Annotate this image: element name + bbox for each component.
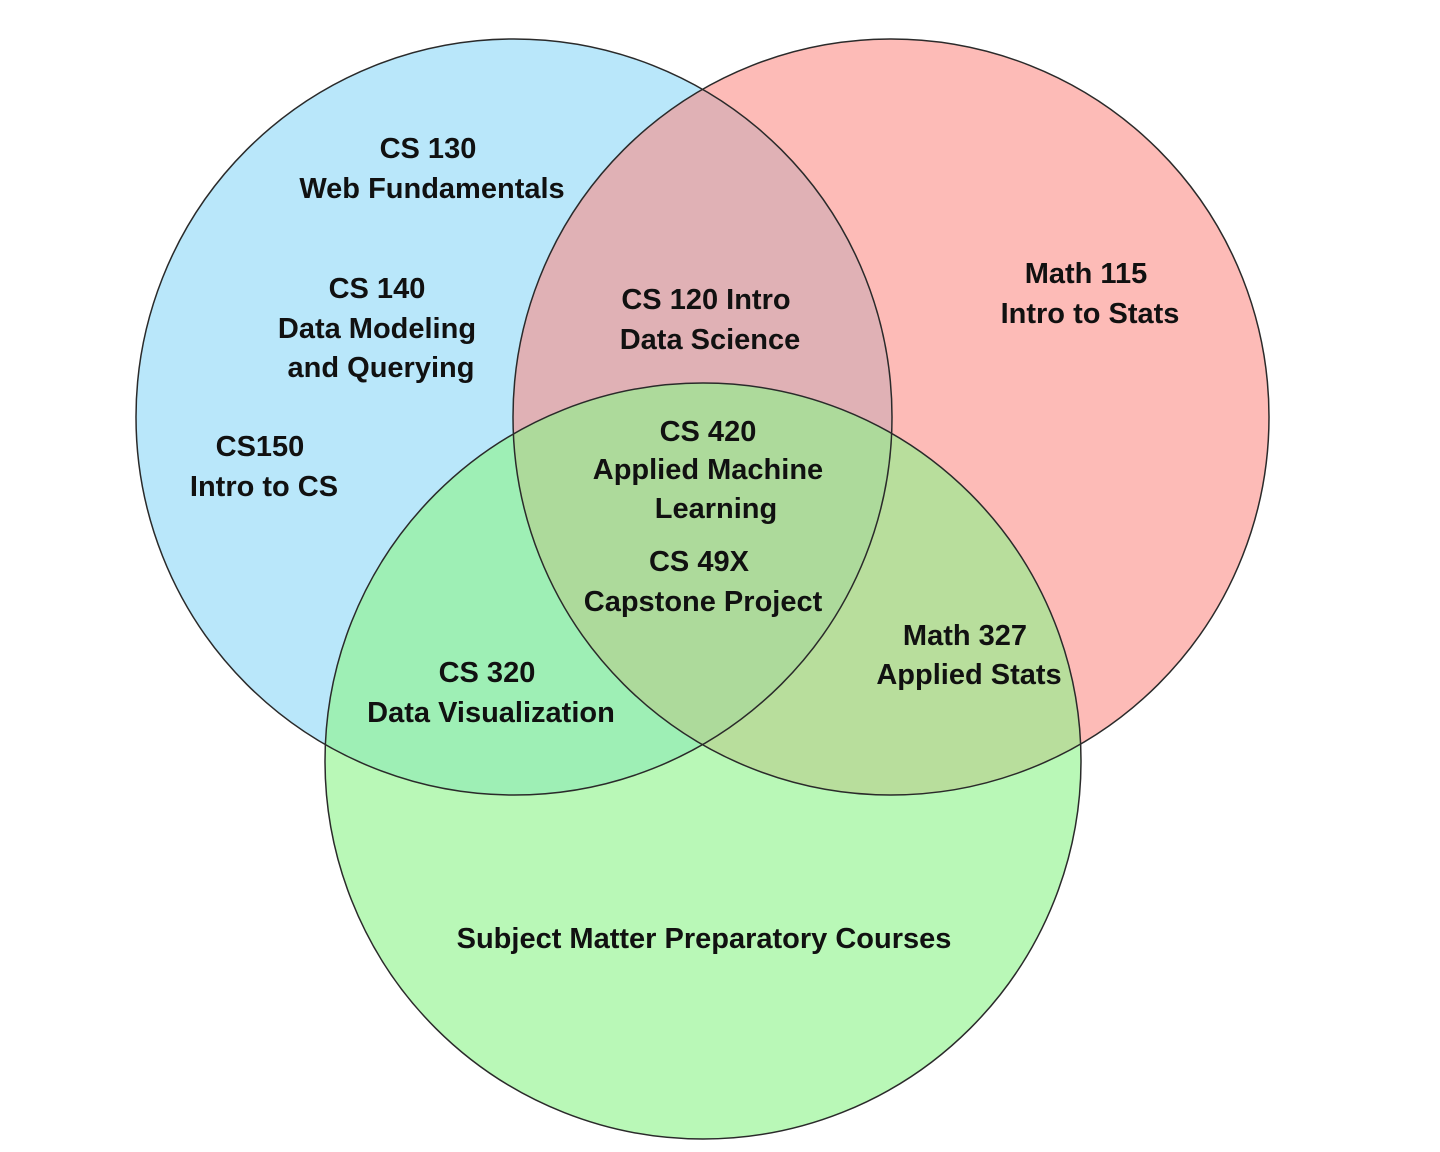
- math115-title: Intro to Stats: [1001, 298, 1180, 330]
- cs120-code: CS 120 Intro: [621, 284, 790, 316]
- course-labels: CS 130 Web Fundamentals CS 140 Data Mode…: [190, 133, 1180, 955]
- cs150-label: CS150 Intro to CS: [190, 431, 338, 503]
- cs140-label: CS 140 Data Modeling and Querying: [278, 273, 484, 384]
- cs140-title-line2: and Querying: [288, 352, 475, 384]
- cs420-code: CS 420: [660, 416, 757, 448]
- cs140-title-line1: Data Modeling: [278, 313, 476, 345]
- cs420-title-line1: Applied Machine: [593, 454, 823, 486]
- computer-science-circle-outline: [135, 38, 893, 796]
- cs150-code: CS150: [216, 431, 305, 463]
- math115-code: Math 115: [1025, 258, 1148, 290]
- cs150-title: Intro to CS: [190, 471, 338, 503]
- cs120-title: Data Science: [620, 324, 801, 356]
- cs120-label: CS 120 Intro Data Science: [620, 284, 801, 356]
- cs320-title: Data Visualization: [367, 697, 615, 729]
- cs49x-title: Capstone Project: [584, 586, 823, 618]
- math327-title: Applied Stats: [876, 659, 1061, 691]
- preparatory-circle: [325, 383, 1081, 1139]
- subject-matter-title: Subject Matter Preparatory Courses: [457, 923, 952, 955]
- statistics-circle-outline: [512, 38, 1270, 796]
- math115-label: Math 115 Intro to Stats: [1001, 258, 1180, 330]
- math327-code: Math 327: [903, 620, 1027, 652]
- circle-outlines: [135, 38, 1270, 1140]
- preparatory-circle-outline: [324, 382, 1082, 1140]
- cs49x-label: CS 49X Capstone Project: [584, 546, 823, 618]
- cs320-label: CS 320 Data Visualization: [367, 657, 615, 729]
- math327-label: Math 327 Applied Stats: [876, 620, 1061, 691]
- cs420-label: CS 420 Applied Machine Learning: [593, 416, 831, 525]
- circle-fills: [136, 39, 1269, 1139]
- cs320-code: CS 320: [439, 657, 536, 689]
- cs130-label: CS 130 Web Fundamentals: [299, 133, 564, 205]
- cs130-title: Web Fundamentals: [299, 173, 564, 205]
- cs420-title-line2: Learning: [655, 493, 777, 525]
- subject-matter-label: Subject Matter Preparatory Courses: [457, 923, 952, 955]
- cs49x-code: CS 49X: [649, 546, 750, 578]
- cs140-code: CS 140: [329, 273, 426, 305]
- cs130-code: CS 130: [380, 133, 477, 165]
